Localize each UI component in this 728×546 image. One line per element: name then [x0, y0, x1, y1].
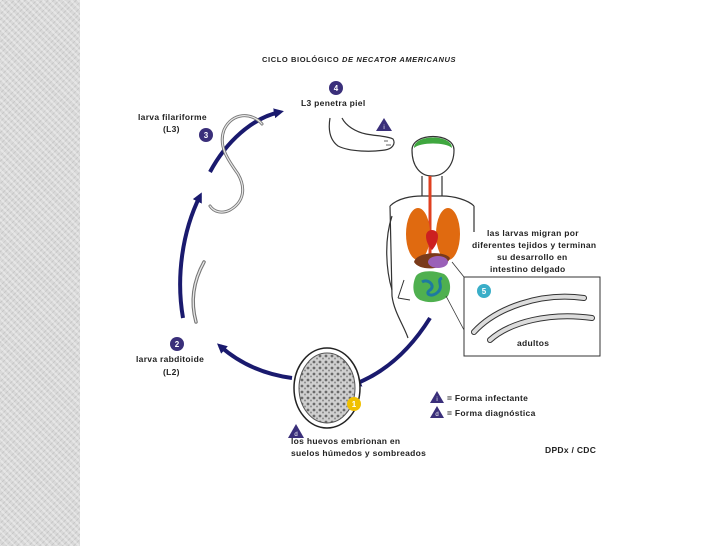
stage-2-rhabditiform-larva: 2 larva rabditoide (L2) — [136, 260, 206, 377]
torso-outline — [389, 195, 475, 339]
credit-dpdx-cdc: DPDx / CDC — [545, 445, 596, 455]
label-larva-filariforme: larva filariforme — [138, 112, 207, 122]
legend-infective-icon — [430, 391, 444, 403]
label-larva-rabditoide: larva rabditoide — [136, 354, 204, 364]
filariform-larva-icon — [208, 114, 264, 214]
badge-2 — [170, 337, 184, 351]
label-l3-penetra-piel: L3 penetra piel — [301, 98, 366, 108]
arrow-intestine-to-egg — [351, 316, 432, 387]
diagnostic-triangle-icon — [288, 424, 304, 438]
arrow-l2-to-l3 — [178, 192, 202, 319]
badge-4 — [329, 81, 343, 95]
arrow-egg-to-l2 — [217, 343, 293, 380]
brain-icon — [414, 137, 452, 148]
badge-4-number: 4 — [334, 84, 339, 93]
infective-mark: i — [383, 125, 384, 131]
badge-5-number: 5 — [482, 287, 487, 296]
badge-1-number: 1 — [352, 400, 357, 409]
legend-diagnostic-label: = Forma diagnóstica — [447, 408, 536, 418]
foot-icon — [328, 117, 395, 152]
label-adultos: adultos — [517, 338, 549, 348]
legend-infective-mark: i — [436, 397, 437, 403]
head-outline — [411, 136, 455, 177]
stage-4-skin-penetration: 4 L3 penetra piel i — [301, 81, 395, 152]
label-l2: (L2) — [163, 367, 180, 377]
legend-diagnostic-icon — [430, 406, 444, 418]
badge-3 — [199, 128, 213, 142]
toes-icon — [384, 140, 391, 146]
diagnostic-mark: d — [294, 432, 297, 438]
arm-outline — [386, 215, 393, 291]
legend-infective-label: = Forma infectante — [447, 393, 528, 403]
adults-box: 5 adultos — [445, 261, 601, 357]
rhabditiform-larva-icon — [191, 260, 206, 324]
arrow-l3-to-skin — [208, 108, 284, 173]
badge-2-number: 2 — [175, 340, 180, 349]
legend-diagnostic-mark: d — [435, 412, 438, 418]
egg-embryo-icon — [298, 352, 356, 424]
stomach-icon — [428, 256, 448, 268]
decorative-side-strip — [0, 0, 80, 546]
small-intestine-icon — [421, 276, 443, 297]
migration-line-4: intestino delgado — [490, 264, 565, 274]
eggs-line-1: los huevos embrionan en — [291, 436, 400, 446]
right-lung-icon — [436, 208, 460, 260]
stage-1-egg: 1 d los huevos embrionan en suelos húmed… — [288, 347, 426, 458]
neck-outline — [421, 176, 443, 196]
migration-line-2: diferentes tejidos y terminan — [472, 240, 596, 250]
left-lung-icon — [406, 208, 430, 260]
migration-text: las larvas migran por diferentes tejidos… — [472, 228, 596, 274]
stage-3-filariform-larva: larva filariforme (L3) 3 — [138, 112, 264, 214]
infective-triangle-icon — [376, 118, 392, 131]
badge-3-number: 3 — [204, 131, 209, 140]
diagram-title: CICLO BIOLÓGICO DE NECATOR AMERICANUS — [262, 55, 456, 64]
badge-5 — [477, 284, 491, 298]
human-body-figure — [386, 136, 475, 339]
migration-line-3: su desarrollo en — [497, 252, 567, 262]
heart-icon — [426, 230, 438, 250]
badge-1 — [347, 397, 361, 411]
eggs-line-2: suelos húmedos y sombreados — [291, 448, 426, 458]
cycle-arrows — [178, 108, 432, 387]
legend: i = Forma infectante d = Forma diagnósti… — [430, 391, 536, 418]
label-l3: (L3) — [163, 124, 180, 134]
migration-line-1: las larvas migran por — [487, 228, 579, 238]
